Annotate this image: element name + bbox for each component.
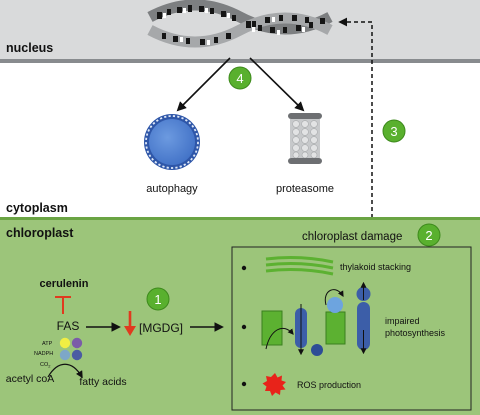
thylakoid-stack-icon <box>265 256 334 276</box>
svg-text:1: 1 <box>154 292 161 307</box>
retrograde-signal-arrow <box>338 17 373 232</box>
autophagy-label: autophagy <box>146 183 198 195</box>
mgdg-label: [MGDG] <box>139 321 183 335</box>
atp-label: ATP <box>42 341 53 347</box>
arrow-to-autophagy <box>176 57 231 112</box>
bullet-ros <box>241 381 247 387</box>
step-4-badge: 4 <box>228 66 252 90</box>
fas-label: FAS <box>57 319 80 333</box>
bullet-photosynthesis <box>241 324 247 330</box>
cytoplasm-label: cytoplasm <box>6 201 68 215</box>
proteasome-label: proteasome <box>276 183 334 195</box>
acetyl-coa-label: acetyl coA <box>6 373 54 385</box>
svg-text:2: 2 <box>425 228 432 243</box>
arrow-to-proteasome <box>249 57 305 112</box>
nuclear-envelope <box>0 59 480 63</box>
autophagosome <box>144 114 200 170</box>
cerulenin-label: cerulenin <box>40 278 89 290</box>
chloroplast-label: chloroplast <box>6 226 74 240</box>
nucleus-label: nucleus <box>6 41 53 55</box>
thylakoid-stacking-label: thylakoid stacking <box>340 262 411 272</box>
step-3-badge: 3 <box>382 119 406 143</box>
photosynthetic-complexes-icon <box>261 281 371 356</box>
step-2-badge: 2 <box>417 223 441 247</box>
co2-label: CO2 <box>40 362 51 369</box>
svg-text:4: 4 <box>236 71 243 86</box>
ros-burst-icon <box>262 373 286 396</box>
decrease-arrow-icon <box>124 311 136 336</box>
chloroplast-envelope <box>0 217 480 220</box>
bullet-thylakoid <box>241 265 247 271</box>
impaired-label: impaired <box>385 316 420 326</box>
dna-helix <box>147 0 333 48</box>
svg-text:3: 3 <box>390 124 397 139</box>
proteasome <box>288 113 322 164</box>
fatty-acids-label: fatty acids <box>79 376 126 388</box>
fas-reaction-arrow <box>47 363 83 379</box>
ros-production-label: ROS production <box>297 380 361 390</box>
step-1-badge: 1 <box>146 287 170 311</box>
chloroplast-damage-title: chloroplast damage <box>302 231 402 243</box>
photosynthesis-label: photosynthesis <box>385 328 446 338</box>
nadph-label: NADPH <box>34 351 53 357</box>
inhibition-symbol <box>55 296 71 314</box>
fas-complex <box>59 337 83 361</box>
